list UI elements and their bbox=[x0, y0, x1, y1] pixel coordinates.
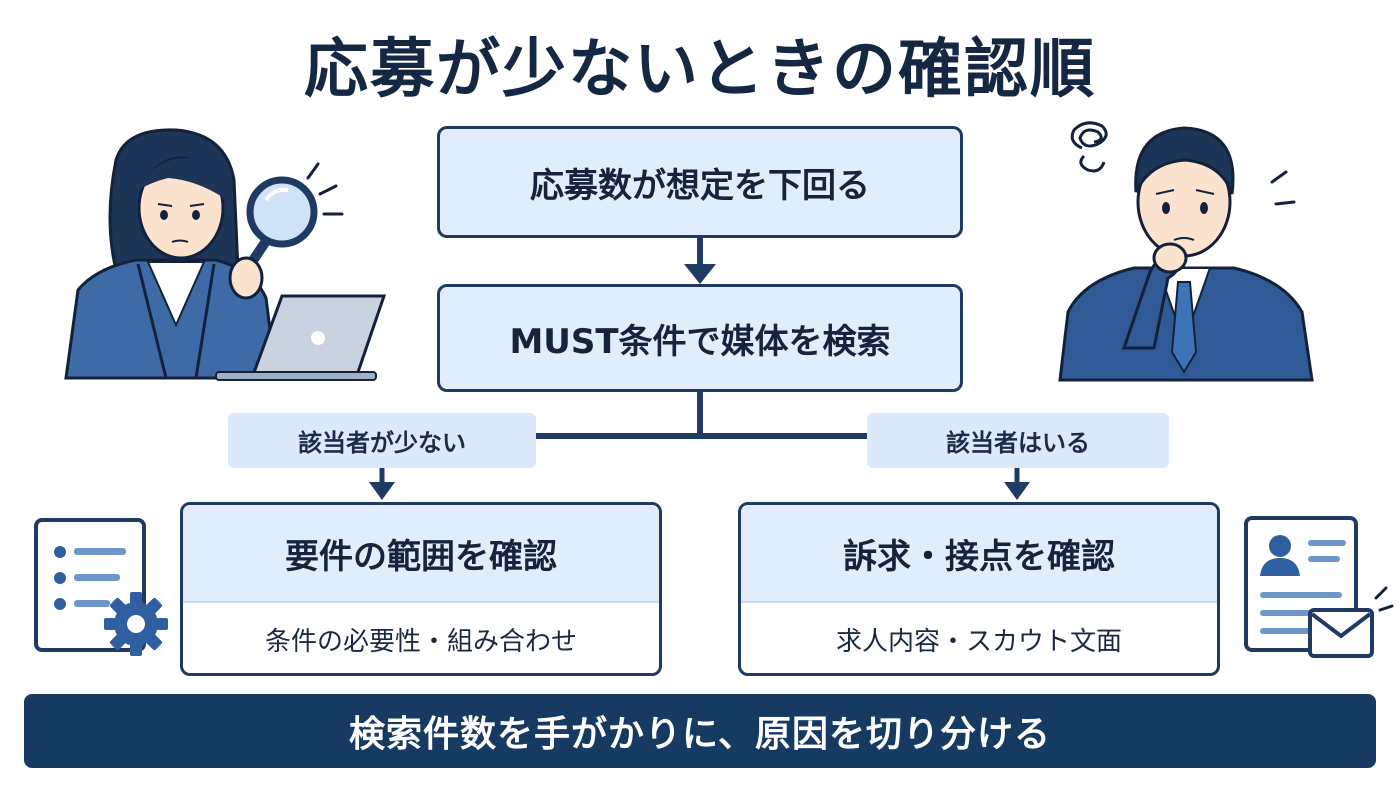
branch-condition-exist: 該当者はいる bbox=[867, 413, 1169, 468]
branch-card-heading: 要件の範囲を確認 bbox=[183, 505, 659, 603]
page-title: 応募が少ないときの確認順 bbox=[304, 33, 1096, 107]
profile-document-mail-icon bbox=[1244, 516, 1394, 658]
branch-card-requirements: 要件の範囲を確認 条件の必要性・組み合わせ bbox=[180, 502, 662, 676]
summary-banner: 検索件数を手がかりに、原因を切り分ける bbox=[24, 694, 1376, 768]
branch-card-appeal: 訴求・接点を確認 求人内容・スカウト文面 bbox=[738, 502, 1220, 676]
settings-document-icon bbox=[34, 518, 168, 656]
branch-card-detail: 条件の必要性・組み合わせ bbox=[264, 626, 577, 657]
branch-condition-few: 該当者が少ない bbox=[228, 413, 536, 468]
flow-step-start: 応募数が想定を下回る bbox=[437, 126, 963, 238]
branch-card-heading: 訴求・接点を確認 bbox=[741, 505, 1217, 603]
branch-card-detail: 求人内容・スカウト文面 bbox=[835, 626, 1122, 657]
flow-step-search: MUST条件で媒体を検索 bbox=[437, 284, 963, 392]
woman-with-magnifier-illustration bbox=[64, 128, 387, 381]
worried-man-illustration bbox=[1058, 121, 1314, 382]
